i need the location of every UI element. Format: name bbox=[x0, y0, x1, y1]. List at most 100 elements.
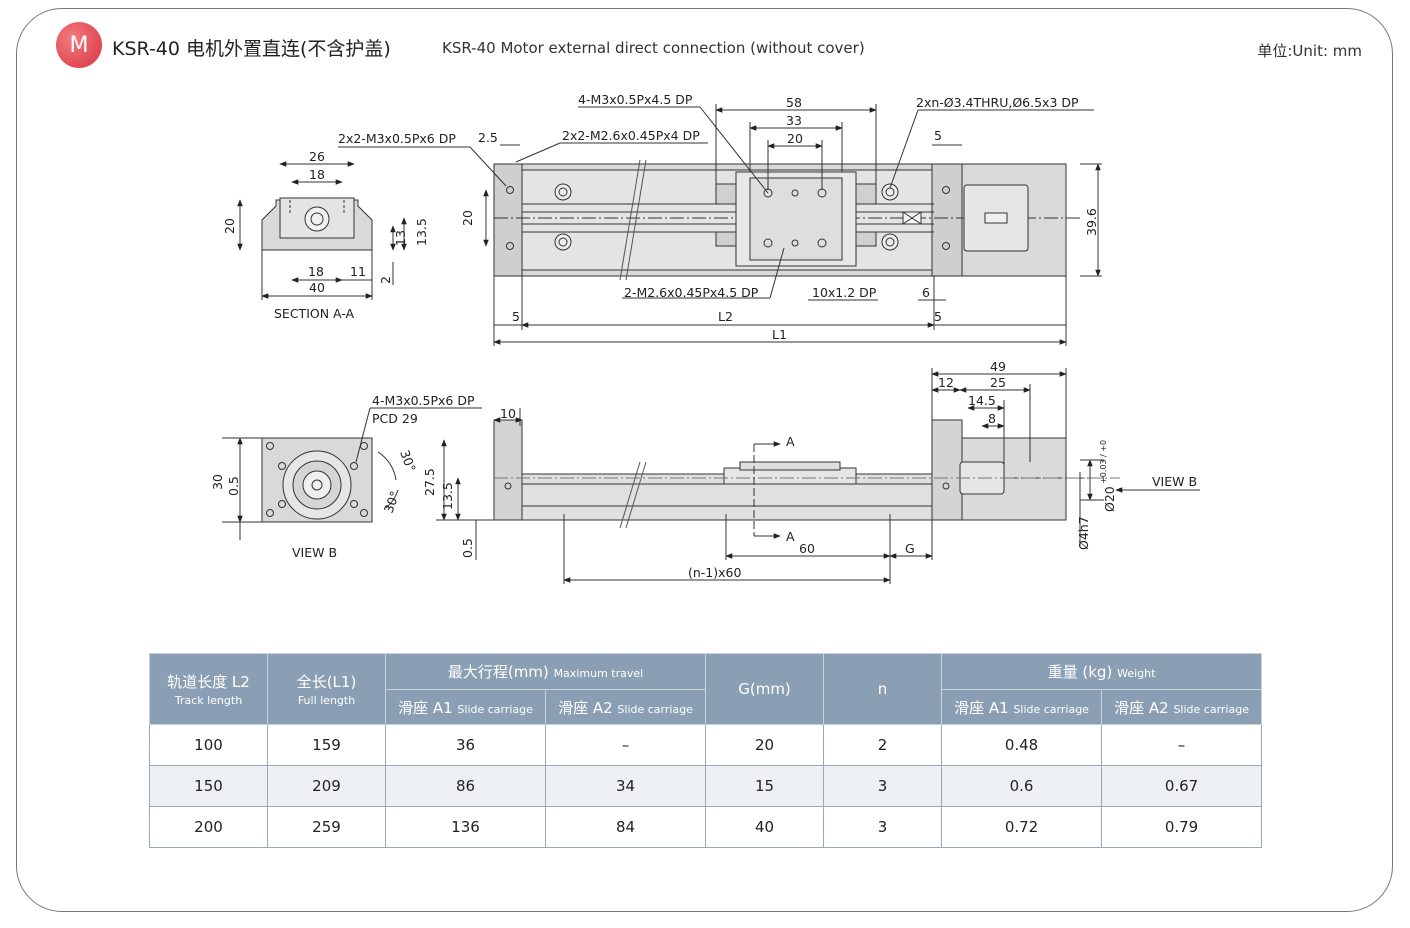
dim-20-top: 20 bbox=[787, 131, 803, 146]
section-dim-18-top: 18 bbox=[309, 167, 325, 182]
cell-n: 3 bbox=[823, 806, 943, 848]
section-mark-bottom: A bbox=[786, 529, 795, 544]
side-dim-27-5: 27.5 bbox=[422, 468, 437, 496]
callout-bottom-tap: 2-M2.6x0.45Px4.5 DP bbox=[624, 285, 759, 300]
dim-39-6: 39.6 bbox=[1084, 208, 1099, 236]
cell-weight-a2: – bbox=[1101, 724, 1263, 766]
view-b-callout-tap: 4-M3x0.5Px6 DP bbox=[372, 393, 475, 408]
dim-58: 58 bbox=[786, 95, 802, 110]
cell-g: 15 bbox=[705, 765, 825, 807]
table-row: 200 259 136 84 40 3 0.72 0.79 bbox=[149, 806, 1263, 848]
side-dim-13-5: 13.5 bbox=[440, 482, 455, 510]
header-weight-a2: 滑座 A2 Slide carriage bbox=[1101, 689, 1263, 725]
cell-full-length: 259 bbox=[267, 806, 386, 848]
cell-track-length: 100 bbox=[149, 724, 268, 766]
page-title-en: KSR-40 Motor external direct connection … bbox=[442, 39, 865, 57]
cell-weight-a1: 0.72 bbox=[941, 806, 1103, 848]
section-dim-18-bottom: 18 bbox=[308, 264, 324, 279]
cell-track-length: 200 bbox=[149, 806, 268, 848]
cell-weight-a1: 0.6 bbox=[941, 765, 1103, 807]
callout-carriage-tap: 4-M3x0.5Px4.5 DP bbox=[578, 92, 693, 107]
cell-travel-a1: 86 bbox=[385, 765, 546, 807]
section-dim-13: 13 bbox=[393, 230, 408, 246]
header-max-travel: 最大行程(mm) Maximum travel bbox=[384, 653, 707, 690]
cell-full-length: 159 bbox=[267, 724, 386, 766]
section-label: SECTION A-A bbox=[274, 306, 355, 321]
view-b-label: VIEW B bbox=[292, 545, 337, 560]
header-g: G(mm) bbox=[705, 653, 825, 725]
cell-weight-a1: 0.48 bbox=[941, 724, 1103, 766]
section-mark-top: A bbox=[786, 434, 795, 449]
technical-drawing: 4-M3x0.5Px4.5 DP 2xn-Ø3.4THRU,Ø6.5x3 DP … bbox=[210, 92, 1200, 584]
dim-6: 6 bbox=[922, 285, 930, 300]
page-title-zh: KSR-40 电机外置直连(不含护盖) bbox=[112, 38, 391, 60]
dim-5-right: 5 bbox=[934, 309, 942, 324]
cell-travel-a2: – bbox=[544, 724, 707, 766]
side-dim-0-5: 0.5 bbox=[460, 538, 475, 558]
side-dim-8: 8 bbox=[988, 411, 996, 426]
cell-weight-a2: 0.79 bbox=[1101, 806, 1263, 848]
side-dim-12: 12 bbox=[938, 375, 954, 390]
section-dim-11: 11 bbox=[350, 264, 366, 279]
view-b-callout-pcd: PCD 29 bbox=[372, 411, 418, 426]
dim-5-top: 5 bbox=[934, 128, 942, 143]
side-dim-phi4: Ø4h7 bbox=[1076, 516, 1091, 550]
side-dim-10: 10 bbox=[500, 406, 516, 421]
dim-5-left: 5 bbox=[512, 309, 520, 324]
section-dim-13-5: 13.5 bbox=[414, 218, 429, 246]
header-travel-a1: 滑座 A1 Slide carriage bbox=[385, 689, 546, 725]
section-a-a-view bbox=[237, 161, 407, 300]
table-row: 100 159 36 – 20 2 0.48 – bbox=[149, 724, 1263, 766]
callout-slot: 10x1.2 DP bbox=[812, 285, 877, 300]
side-dim-49: 49 bbox=[990, 359, 1006, 374]
cell-g: 20 bbox=[705, 724, 825, 766]
view-b-angle-top: 30° bbox=[397, 448, 419, 474]
callout-left-tap: 2x2-M3x0.5Px6 DP bbox=[338, 131, 456, 146]
cell-n: 3 bbox=[823, 765, 943, 807]
dim-20-left: 20 bbox=[460, 210, 475, 226]
header-n: n bbox=[823, 653, 943, 725]
header-weight-a1: 滑座 A1 Slide carriage bbox=[941, 689, 1103, 725]
cell-travel-a1: 36 bbox=[385, 724, 546, 766]
header-full-length: 全长(L1)Full length bbox=[267, 653, 386, 725]
cell-travel-a2: 84 bbox=[544, 806, 707, 848]
cell-weight-a2: 0.67 bbox=[1101, 765, 1263, 807]
section-dim-26: 26 bbox=[309, 149, 325, 164]
side-dim-60: 60 bbox=[799, 541, 815, 556]
header-weight: 重量 (kg) Weight bbox=[941, 653, 1263, 690]
side-dim-tolerance: +0.03 / +0 bbox=[1099, 440, 1108, 484]
callout-thru-hole: 2xn-Ø3.4THRU,Ø6.5x3 DP bbox=[916, 95, 1079, 110]
unit-label: 单位:Unit: mm bbox=[1257, 42, 1362, 60]
callout-right-tap: 2x2-M2.6x0.45Px4 DP bbox=[562, 128, 700, 143]
view-b-dim-0-5: 0.5 bbox=[226, 476, 241, 496]
section-dim-20: 20 bbox=[222, 218, 237, 234]
dim-l1: L1 bbox=[772, 327, 787, 342]
side-dim-25: 25 bbox=[990, 375, 1006, 390]
cell-travel-a2: 34 bbox=[544, 765, 707, 807]
dim-2-5: 2.5 bbox=[478, 130, 498, 145]
view-b-drawing bbox=[222, 407, 482, 540]
cell-g: 40 bbox=[705, 806, 825, 848]
dim-33: 33 bbox=[786, 113, 802, 128]
table-row: 150 209 86 34 15 3 0.6 0.67 bbox=[149, 765, 1263, 807]
top-view bbox=[338, 104, 1102, 346]
series-badge: M bbox=[56, 22, 102, 68]
cell-track-length: 150 bbox=[149, 765, 268, 807]
side-dim-14-5: 14.5 bbox=[968, 393, 996, 408]
dim-l2: L2 bbox=[718, 309, 733, 324]
section-dim-40: 40 bbox=[309, 280, 325, 295]
section-dim-2: 2 bbox=[378, 276, 393, 284]
view-b-dim-30: 30 bbox=[210, 474, 225, 490]
side-dim-g: G bbox=[905, 541, 915, 556]
side-view bbox=[436, 368, 1200, 584]
header-travel-a2: 滑座 A2 Slide carriage bbox=[544, 689, 707, 725]
side-dim-pitch: (n-1)x60 bbox=[688, 565, 741, 580]
cell-travel-a1: 136 bbox=[385, 806, 546, 848]
cell-full-length: 209 bbox=[267, 765, 386, 807]
view-b-angle-bottom: 30° bbox=[381, 489, 403, 515]
cell-n: 2 bbox=[823, 724, 943, 766]
view-b-arrow-label: VIEW B bbox=[1152, 474, 1197, 489]
side-dim-phi20: Ø20 bbox=[1102, 486, 1117, 512]
